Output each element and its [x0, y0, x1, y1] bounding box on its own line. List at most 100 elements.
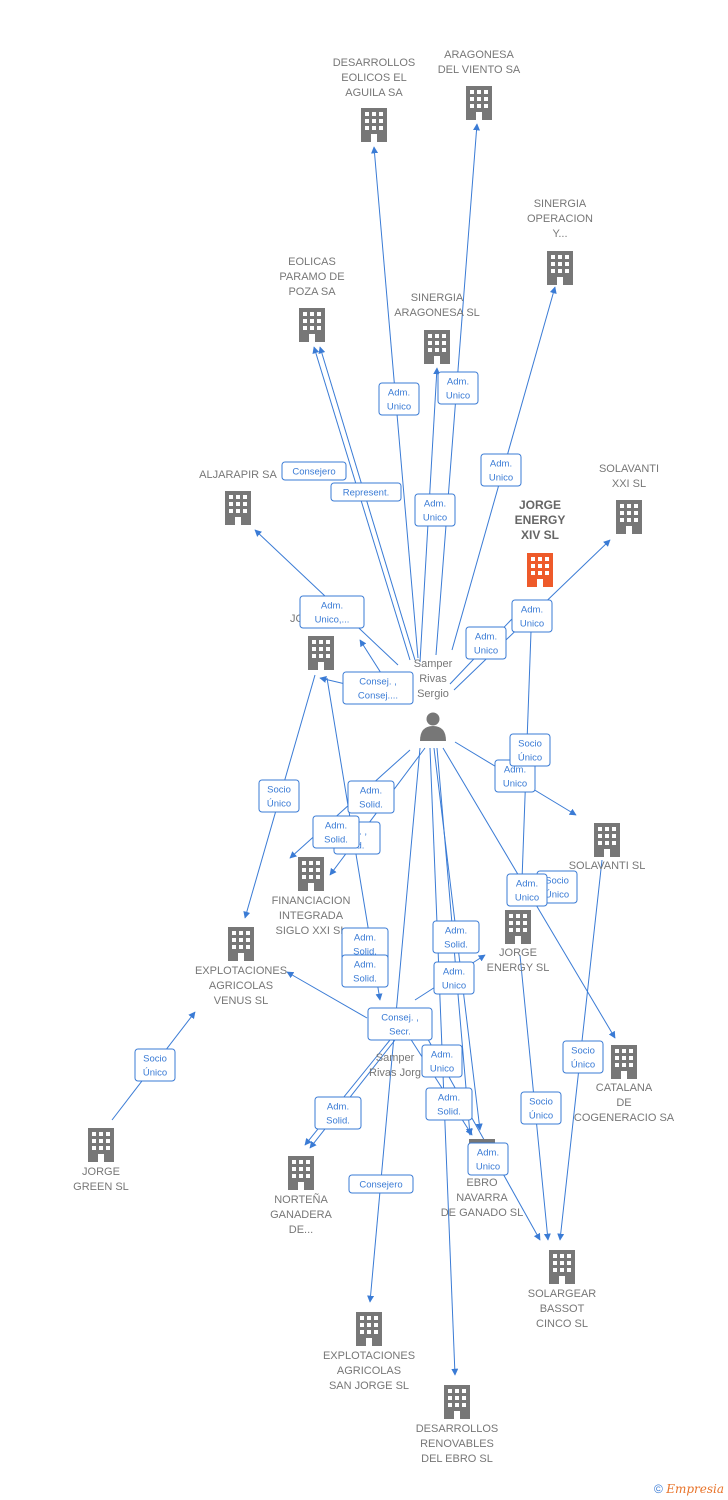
edge-label[interactable]: Consej. ,Consej.... [342, 671, 414, 705]
edge-label[interactable]: Represent. [330, 482, 402, 502]
node-label-line: SINERGIA [411, 292, 464, 304]
edge-label[interactable]: Consej. ,Secr. [367, 1007, 433, 1041]
edge-label-box [511, 599, 553, 633]
node-label-line: SINERGIA [534, 198, 587, 210]
edge-label-box [347, 780, 395, 814]
edge-label-text: Adm. [521, 605, 543, 616]
node-label-line: CATALANA [596, 1082, 653, 1094]
edge-label[interactable]: Adm.Solid. [314, 1096, 362, 1130]
building-icon[interactable] [594, 823, 620, 857]
edge-label-text: Solid. [437, 1107, 461, 1118]
building-icon[interactable] [225, 491, 251, 525]
building-icon[interactable] [444, 1385, 470, 1419]
edge-label[interactable]: Adm.Unico [511, 599, 553, 633]
copyright-symbol: © [654, 1482, 663, 1496]
edge-label-box [437, 371, 479, 405]
building-icon[interactable] [616, 500, 642, 534]
edge-label-text: Adm. [431, 1050, 453, 1061]
edge-label-text: Adm. [327, 1102, 349, 1113]
edge-label[interactable]: Adm. Solid. [432, 920, 480, 954]
edge-label-text: Solid. [444, 940, 468, 951]
building-icon[interactable] [88, 1128, 114, 1162]
edge-label[interactable]: Adm.Unico [378, 382, 420, 416]
building-icon[interactable] [527, 553, 553, 587]
edge-label[interactable]: Adm.Unico [437, 371, 479, 405]
edge-label[interactable]: Consejero [281, 461, 347, 481]
edge-label[interactable]: Adm.Solid. [347, 780, 395, 814]
node-label-line: DESARROLLOS [333, 57, 416, 69]
edge-label-text: Adm. [445, 926, 467, 937]
empresia-logo[interactable]: Empresia [666, 1482, 724, 1496]
edge-label-text: Unico [503, 779, 527, 790]
edge-label[interactable]: Consejero [348, 1174, 414, 1194]
edge-label[interactable]: Adm.Solid. [312, 815, 360, 849]
building-icon[interactable] [549, 1250, 575, 1284]
node-label-line: AGRICOLAS [209, 980, 273, 992]
edge-label-text: Consejero [359, 1180, 402, 1191]
building-icon[interactable] [424, 330, 450, 364]
building-icon[interactable] [505, 910, 531, 944]
building-icon[interactable] [288, 1156, 314, 1190]
edge-label-box [341, 954, 389, 988]
node-label-line: ENERGY SL [487, 962, 550, 974]
node-label-line: INTEGRADA [279, 910, 344, 922]
company-node-nortena[interactable]: NORTEÑAGANADERADE... [270, 1156, 333, 1236]
edge-label[interactable]: Adm.Solid. [425, 1087, 473, 1121]
edge-label[interactable]: Adm.Unico,... [299, 595, 365, 629]
building-icon[interactable] [308, 636, 334, 670]
building-icon[interactable] [466, 86, 492, 120]
node-label-line: Y... [552, 228, 567, 240]
node-label-line: CINCO SL [536, 1318, 588, 1330]
edge-label[interactable]: Adm.Unico [421, 1044, 463, 1078]
building-icon[interactable] [228, 927, 254, 961]
edge-label[interactable]: Adm.Unico [480, 453, 522, 487]
building-icon[interactable] [356, 1312, 382, 1346]
edge-label[interactable]: Adm.Unico [494, 759, 536, 793]
building-icon[interactable] [547, 251, 573, 285]
edge-label[interactable]: Adm.Unico [506, 873, 548, 907]
edge-label[interactable]: Adm.Unico [465, 626, 507, 660]
node-label-line: GANADERA [270, 1209, 332, 1221]
building-icon[interactable] [361, 108, 387, 142]
node-label-line: PARAMO DE [279, 271, 344, 283]
relation-edge [286, 971, 368, 1019]
edge-label-text: Unico [446, 391, 470, 402]
edge-label[interactable]: Adm.Solid. [341, 954, 389, 988]
company-node-sinergia-operacion[interactable]: SINERGIAOPERACIONY... [527, 198, 593, 285]
building-icon[interactable] [611, 1045, 637, 1079]
building-icon[interactable] [298, 857, 324, 891]
edge-label-text: Adm. [321, 601, 343, 612]
node-label-line: SIGLO XXI SL [276, 925, 347, 937]
edge-label[interactable]: Adm.Unico [414, 493, 456, 527]
edge-label[interactable]: Adm.Unico [433, 961, 475, 995]
building-icon[interactable] [299, 308, 325, 342]
company-node-solavanti[interactable]: SOLAVANTI SL [569, 823, 646, 872]
edge-label[interactable]: Adm.Unico [467, 1142, 509, 1176]
edge-label-text: Consej.... [358, 691, 398, 702]
edge-label-text: Socio [529, 1097, 553, 1108]
edge-label-box [258, 779, 300, 813]
company-node-aljarapir[interactable]: ALJARAPIR SA [199, 469, 277, 525]
